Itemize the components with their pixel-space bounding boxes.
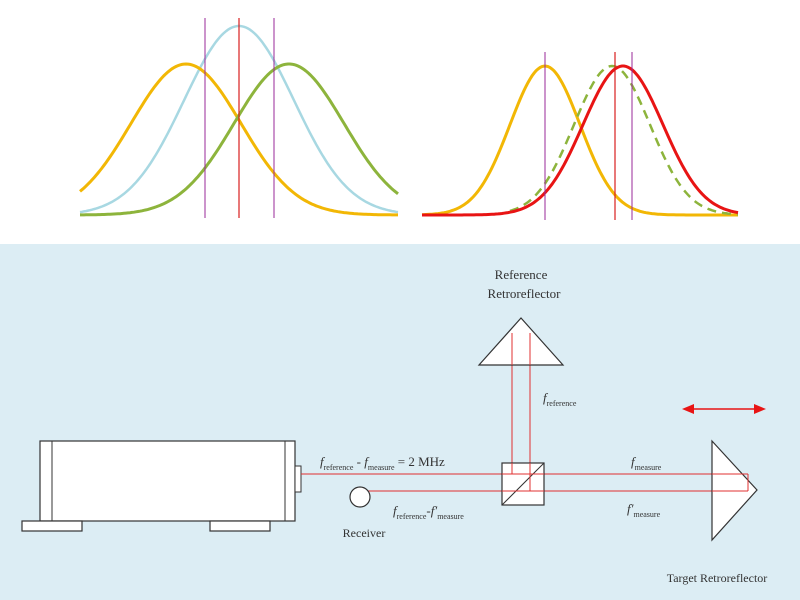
- receiver-icon: [349, 486, 371, 508]
- curve-right-red: [422, 64, 739, 217]
- receiver-label: Receiver: [343, 526, 386, 540]
- double-headed-arrow-icon: [682, 404, 766, 414]
- curve-right-green-dashed: [509, 64, 739, 216]
- beat-frequency-label: freference - fmeasure = 2 MHz: [320, 454, 445, 472]
- curve-right-orange: [421, 64, 738, 217]
- spectrum-panel-left: [79, 18, 399, 218]
- reference-retroreflector-label-line2: Retroreflector: [488, 286, 562, 301]
- f-measure-label: fmeasure: [631, 454, 662, 472]
- diagram-background-panel: [0, 244, 800, 600]
- f-reference-label: freference: [543, 390, 577, 408]
- beam-splitter-icon: [501, 462, 545, 506]
- reference-prism-icon: [477, 317, 565, 366]
- reference-minus-fprime-label: freference-f′measure: [393, 503, 464, 521]
- laser-head-icon: [21, 440, 302, 532]
- target-retroreflector-label: Target Retroreflector: [667, 571, 768, 585]
- reference-retroreflector-label-line1: Reference: [495, 267, 548, 282]
- f-prime-measure-label: f′measure: [627, 501, 661, 519]
- spectrum-panel-right: [421, 52, 739, 220]
